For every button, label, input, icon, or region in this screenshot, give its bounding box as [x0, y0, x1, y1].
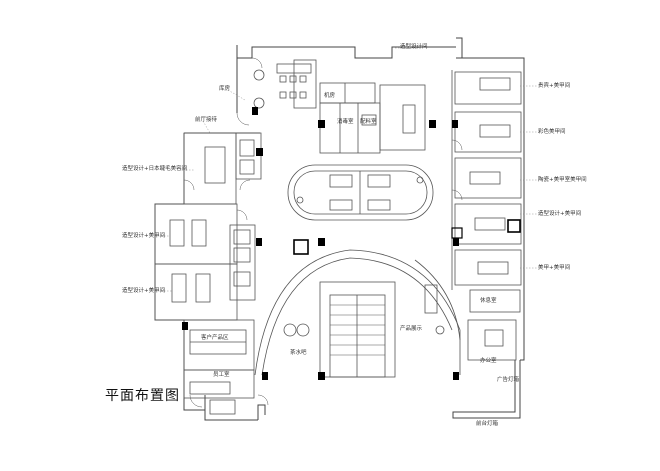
label-makeup-room-left: 造型设计+美甲间 — [122, 288, 166, 294]
label-eye-beauty-room: 造型设计+日本睫毛美容间 — [122, 166, 188, 172]
left-rooms — [154, 132, 262, 321]
columns — [182, 107, 459, 380]
label-vip-room-1: 贵宾+美甲间 — [538, 83, 571, 89]
label-reception-left: 前厅接待 — [195, 117, 218, 123]
bottom-left-rooms — [183, 319, 255, 415]
label-rest-area: 休息室 — [480, 298, 497, 304]
label-tea-bar: 茶水吧 — [290, 350, 307, 356]
stair-treads — [330, 304, 385, 356]
door-swings — [183, 57, 463, 408]
label-vip-room-3: 陶瓷+美甲室美甲间 — [538, 177, 587, 183]
curved-zone — [254, 249, 461, 378]
label-product-zone: 客户产品区 — [201, 335, 229, 341]
meeting-room — [253, 59, 317, 109]
label-mechanical: 机房 — [324, 93, 336, 99]
label-facial-care-room: 造型设计间 — [400, 44, 428, 50]
label-vip-room-4: 造型设计+美甲间 — [538, 211, 582, 217]
label-nail-room-left: 造型设计+美甲间 — [122, 233, 166, 239]
label-storage: 库房 — [219, 86, 231, 92]
central-oval — [287, 164, 434, 221]
label-office: 办公室 — [480, 358, 497, 364]
label-staff-room: 员工室 — [213, 372, 230, 378]
service-rooms — [319, 82, 426, 154]
label-front-signage: 前台灯箱 — [476, 421, 499, 427]
right-rooms — [451, 70, 522, 361]
label-vip-room-2: 彩色美甲间 — [538, 129, 566, 135]
leader-lines — [155, 47, 540, 292]
label-product-display: 产品展示 — [400, 326, 423, 332]
page-title: 平面布置图 — [105, 388, 180, 404]
outer-walls — [154, 37, 525, 421]
label-ad-wall: 广告灯箱 — [497, 377, 520, 383]
label-pharmacy: 配料室 — [360, 119, 377, 125]
label-vip-room-5: 美甲+美甲间 — [538, 265, 571, 271]
label-disinfection: 消毒室 — [337, 119, 354, 125]
boxed-columns — [293, 219, 521, 255]
